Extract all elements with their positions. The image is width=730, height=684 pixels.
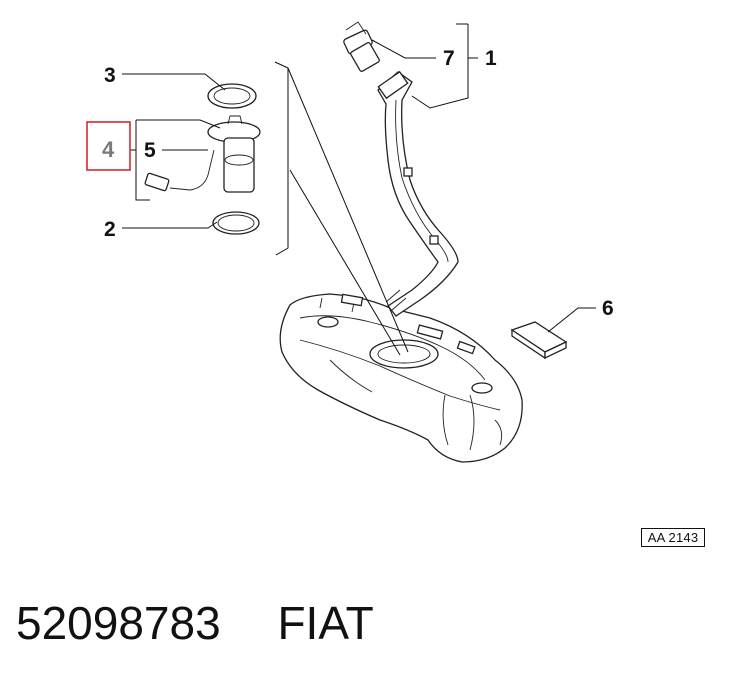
exploded-view-bracket xyxy=(274,61,409,356)
seal-ring-3 xyxy=(207,83,257,109)
callout-4-highlight xyxy=(86,121,131,171)
callout-3[interactable]: 3 xyxy=(104,64,116,87)
callout-6[interactable]: 6 xyxy=(602,297,614,320)
brand-name: FIAT xyxy=(277,597,374,649)
callout-1[interactable]: 1 xyxy=(485,47,497,70)
reference-code: AA 2143 xyxy=(647,530,699,545)
callout-4[interactable]: 4 xyxy=(102,137,115,162)
filler-cap xyxy=(343,21,380,72)
callout-7[interactable]: 7 xyxy=(443,47,455,70)
reference-code-box: AA 2143 xyxy=(641,528,705,547)
footer-caption: 52098783 FIAT xyxy=(16,596,374,650)
leader-lines xyxy=(122,23,596,333)
parts-diagram: 1 2 3 4 5 6 7 xyxy=(86,21,614,463)
seal-ring-2 xyxy=(212,211,260,235)
filler-neck-pipe xyxy=(377,70,459,317)
pad-part-6 xyxy=(510,321,568,360)
part-number: 52098783 xyxy=(16,597,221,649)
callout-5[interactable]: 5 xyxy=(144,139,156,162)
callout-2[interactable]: 2 xyxy=(104,218,116,241)
fuel-pump-assembly xyxy=(144,115,261,193)
fuel-tank xyxy=(279,293,523,463)
